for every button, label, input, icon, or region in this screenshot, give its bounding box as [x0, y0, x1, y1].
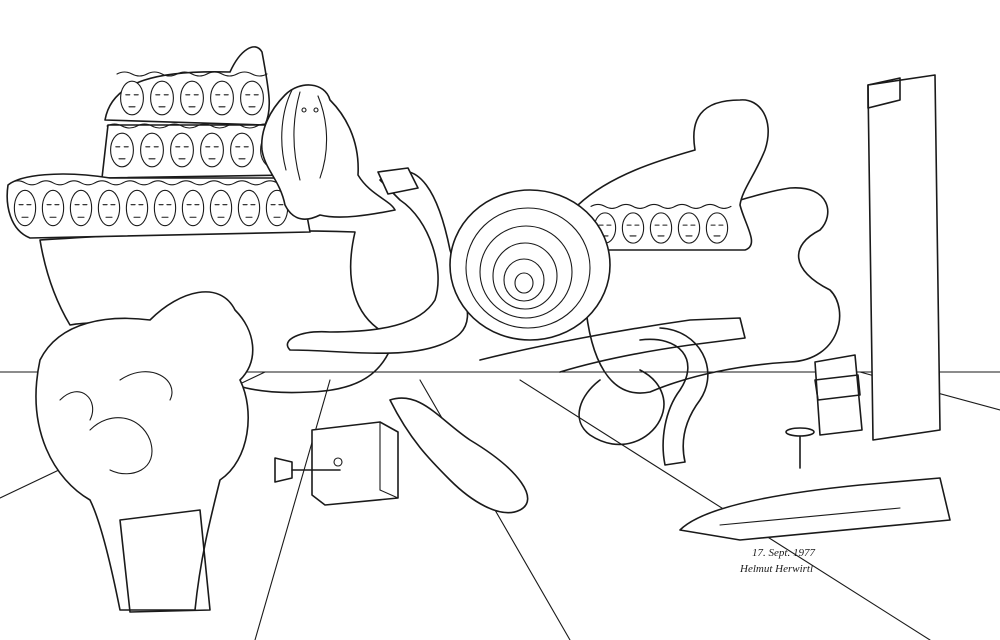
- carved-face: [236, 71, 268, 116]
- knotted-pipe: [479, 317, 746, 466]
- carved-face: [94, 180, 124, 227]
- carved-face: [206, 180, 236, 227]
- carved-face: [166, 123, 198, 168]
- striped-wall-right: [569, 187, 841, 394]
- horn-swirl: [286, 167, 469, 355]
- inscription-date: 17. Sept. 1977: [752, 547, 815, 559]
- tall-pillar: [867, 74, 941, 441]
- carved-face: [618, 203, 648, 244]
- faces-band-right: [573, 99, 769, 251]
- carved-face: [10, 180, 40, 227]
- folded-paper: [389, 397, 529, 514]
- carved-face: [176, 71, 208, 116]
- carved-face: [226, 123, 258, 168]
- carved-face: [122, 180, 152, 227]
- carved-face: [150, 180, 180, 227]
- bell-key: [274, 457, 343, 483]
- carved-face: [206, 71, 238, 116]
- carved-face: [702, 203, 732, 244]
- carved-face: [234, 180, 264, 227]
- carved-face: [674, 203, 704, 244]
- faces-tier-bottom-left: [6, 173, 311, 239]
- inscription: 17. Sept. 1977 Helmut Herwirtl: [739, 547, 815, 575]
- carved-face: [66, 180, 96, 227]
- woman-figure: [260, 84, 396, 220]
- small-piano: [814, 354, 863, 436]
- lock-box: [311, 421, 399, 506]
- carved-face: [38, 180, 68, 227]
- carved-face: [646, 203, 676, 244]
- inscription-signature: Helmut Herwirtl: [739, 563, 813, 575]
- base-slab: [679, 477, 951, 541]
- carved-face: [178, 180, 208, 227]
- carved-face: [116, 71, 148, 116]
- crumpled-figure-left: [35, 291, 254, 613]
- faces-tier-top-left: [104, 46, 271, 126]
- carved-face: [136, 123, 168, 168]
- faces-tier-middle-left: [101, 123, 293, 179]
- vortex-spiral: [449, 189, 611, 341]
- carved-face: [196, 123, 228, 168]
- stool: [785, 427, 815, 469]
- carved-face: [146, 71, 178, 116]
- carved-face: [106, 123, 138, 168]
